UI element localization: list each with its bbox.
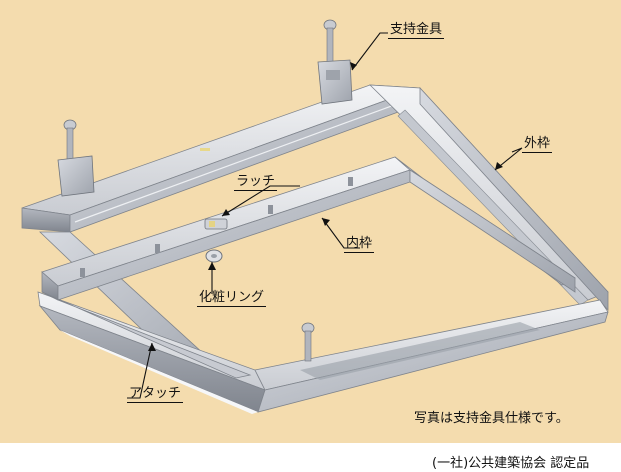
label-latch: ラッチ [234, 170, 278, 191]
support-bracket-left [57, 119, 95, 197]
label-outer-frame: 外枠 [522, 132, 553, 153]
certification-credit: (一社)公共建築協会 認定品 [432, 456, 590, 471]
latch-part [204, 218, 228, 230]
label-attach: アタッチ [127, 382, 184, 403]
label-inner-frame: 内枠 [344, 232, 375, 253]
leader-arrowheads [148, 62, 503, 351]
decorative-ring [205, 249, 223, 263]
label-support-bracket: 支持金具 [388, 18, 445, 39]
outer-frame-top-member [21, 84, 421, 233]
photo-note: 写真は支持金具仕様です。 [414, 411, 569, 426]
support-bracket-front [301, 322, 315, 362]
label-decorative-ring: 化粧リング [197, 286, 267, 307]
leader-lines [127, 32, 523, 399]
attach-frame [37, 291, 609, 414]
support-bracket-right [317, 19, 353, 105]
